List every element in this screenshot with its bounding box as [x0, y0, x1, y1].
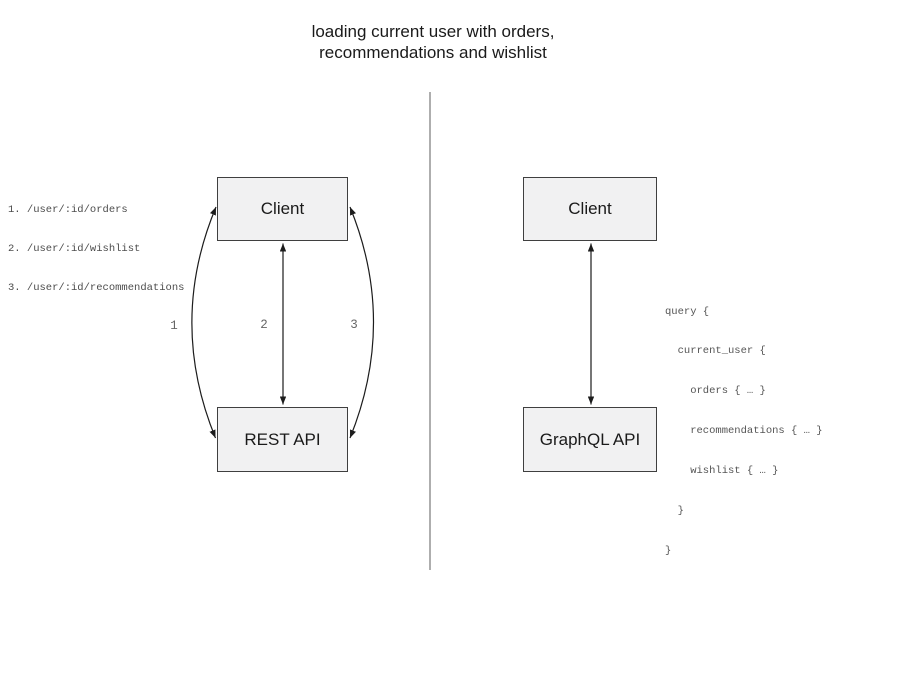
- graphql-query-block: query { current_user { orders { … } reco…: [665, 279, 823, 585]
- graphql-api-label: GraphQL API: [539, 429, 641, 449]
- rest-endpoint-recommendations: 3. /user/:id/recommendations: [8, 282, 185, 294]
- rest-arrow-1-curve: [191, 206, 217, 439]
- query-line: query {: [665, 305, 710, 318]
- query-line: orders { … }: [665, 385, 766, 398]
- query-line: }: [665, 544, 672, 557]
- rest-api-label: REST API: [244, 429, 321, 449]
- graphql-client-node: Client: [523, 177, 657, 241]
- rest-arrow-2-label: 2: [260, 318, 268, 332]
- diagram-title: loading current user with orders, recomm…: [312, 21, 555, 63]
- rest-arrow-1-label: 1: [170, 319, 178, 333]
- rest-client-label: Client: [260, 199, 305, 218]
- graphql-api-node: GraphQL API: [523, 407, 657, 472]
- query-line: wishlist { … }: [665, 465, 779, 478]
- rest-api-node: REST API: [217, 407, 348, 472]
- rest-endpoint-wishlist: 2. /user/:id/wishlist: [8, 243, 141, 255]
- rest-client-node: Client: [217, 177, 348, 241]
- diagram-title-line2: recommendations and wishlist: [319, 43, 547, 62]
- graphql-client-label: Client: [568, 199, 612, 218]
- query-line: }: [665, 505, 684, 518]
- rest-endpoint-orders: 1. /user/:id/orders: [8, 204, 128, 216]
- rest-endpoint-list: 1. /user/:id/orders 2. /user/:id/wishlis…: [8, 178, 184, 321]
- rest-arrow-3-label: 3: [350, 318, 358, 332]
- query-line: current_user {: [665, 345, 766, 358]
- diagram-title-line1: loading current user with orders,: [311, 22, 555, 41]
- query-line: recommendations { … }: [665, 425, 823, 438]
